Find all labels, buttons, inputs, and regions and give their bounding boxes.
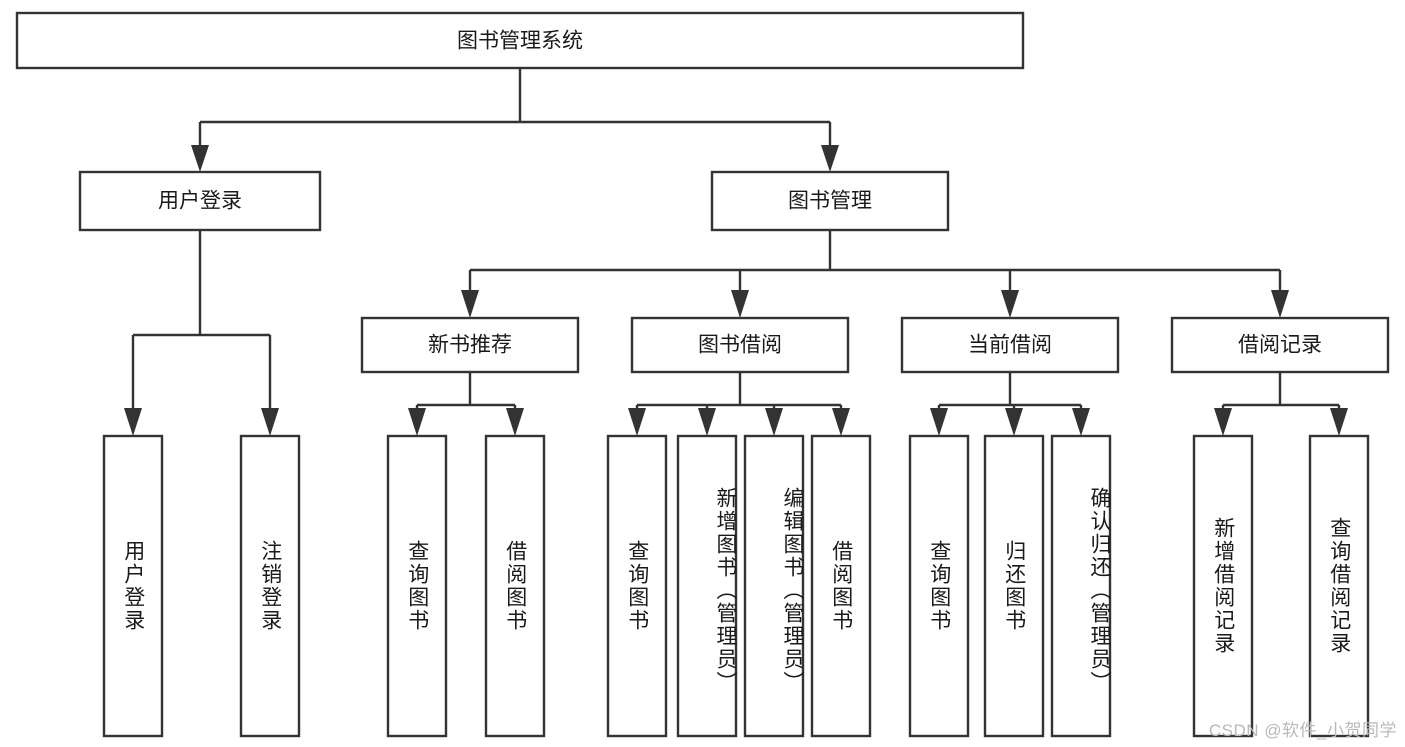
node-leaf-confirm-return-box[interactable] — [1050, 434, 1112, 738]
arrowhead-leaf-edit-book-icon — [765, 408, 783, 436]
arrowhead-leaf-user-login-icon — [124, 408, 142, 436]
node-user-login-label: 用户登录 — [158, 190, 242, 213]
node-user-login[interactable]: 用户登录 — [78, 170, 322, 232]
node-book-manage[interactable]: 图书管理 — [710, 170, 950, 232]
node-leaf-user-logout-box[interactable] — [239, 434, 301, 738]
arrowhead-leaf-query-borrow-record-icon — [1330, 408, 1348, 436]
node-leaf-borrow-book-2-box[interactable] — [810, 434, 872, 738]
node-current-borrow-label: 当前借阅 — [968, 334, 1052, 357]
node-borrow-record-label: 借阅记录 — [1238, 334, 1322, 357]
arrowhead-leaf-query-book-1-icon — [408, 408, 426, 436]
node-borrow-record-box[interactable] — [1170, 316, 1390, 374]
arrowhead-borrow-record-icon — [1271, 290, 1289, 318]
csdn-watermark: CSDN @软件_小贺同学 — [1208, 721, 1397, 740]
node-borrow-record[interactable]: 借阅记录 — [1170, 316, 1390, 374]
arrowhead-current-borrow-icon — [1001, 290, 1019, 318]
arrowhead-book-manage-icon — [821, 145, 839, 172]
leaf-boxes — [102, 434, 1370, 738]
arrowhead-leaf-query-book-3-icon — [930, 408, 948, 436]
node-book-borrow-label: 图书借阅 — [698, 334, 782, 357]
node-leaf-return-book-box[interactable] — [983, 434, 1045, 738]
node-leaf-add-borrow-record-box[interactable] — [1192, 434, 1254, 738]
node-leaf-edit-book-box[interactable] — [743, 434, 805, 738]
arrowhead-book-borrow-icon — [731, 290, 749, 318]
node-book-borrow[interactable]: 图书借阅 — [630, 316, 850, 374]
node-root[interactable]: 图书管理系统 — [15, 11, 1025, 70]
edges-currentborrow-to-leaves — [930, 372, 1090, 436]
node-book-manage-label: 图书管理 — [788, 190, 872, 213]
edges-userlogin-to-leaves — [124, 230, 279, 436]
node-leaf-query-book-2-box[interactable] — [606, 434, 668, 738]
arrowhead-leaf-borrow-book-2-icon — [832, 408, 850, 436]
node-root-box[interactable] — [15, 11, 1025, 70]
node-leaf-query-book-3-box[interactable] — [908, 434, 970, 738]
node-leaf-user-login-box[interactable] — [102, 434, 164, 738]
arrowhead-leaf-query-book-2-icon — [628, 408, 646, 436]
arrowhead-new-book-recommend-icon — [461, 290, 479, 318]
arrowhead-leaf-confirm-return-icon — [1072, 408, 1090, 436]
arrowhead-leaf-return-book-icon — [1005, 408, 1023, 436]
edges-bookborrow-to-leaves — [628, 372, 850, 436]
arrowhead-leaf-user-logout-icon — [261, 408, 279, 436]
edges-newbook-to-leaves — [408, 372, 524, 436]
edges-bookmanage-to-level3 — [461, 230, 1289, 318]
node-current-borrow-box[interactable] — [900, 316, 1120, 374]
node-book-borrow-box[interactable] — [630, 316, 850, 374]
node-leaf-query-book-1-box[interactable] — [386, 434, 448, 738]
arrowhead-leaf-add-book-icon — [698, 408, 716, 436]
edges-borrowrecord-to-leaves — [1214, 372, 1348, 436]
node-new-book-recommend-box[interactable] — [360, 316, 580, 374]
node-current-borrow[interactable]: 当前借阅 — [900, 316, 1120, 374]
node-leaf-add-book-box[interactable] — [676, 434, 738, 738]
arrowhead-user-login-icon — [191, 145, 209, 172]
node-root-label: 图书管理系统 — [457, 30, 583, 53]
node-leaf-query-borrow-record-box[interactable] — [1308, 434, 1370, 738]
arrowhead-leaf-borrow-book-1-icon — [506, 408, 524, 436]
node-new-book-recommend[interactable]: 新书推荐 — [360, 316, 580, 374]
edges-root-to-level2 — [191, 68, 839, 172]
node-user-login-box[interactable] — [78, 170, 322, 232]
node-new-book-recommend-label: 新书推荐 — [428, 334, 512, 357]
arrowhead-leaf-add-borrow-record-icon — [1214, 408, 1232, 436]
node-book-manage-box[interactable] — [710, 170, 950, 232]
node-leaf-borrow-book-1-box[interactable] — [484, 434, 546, 738]
